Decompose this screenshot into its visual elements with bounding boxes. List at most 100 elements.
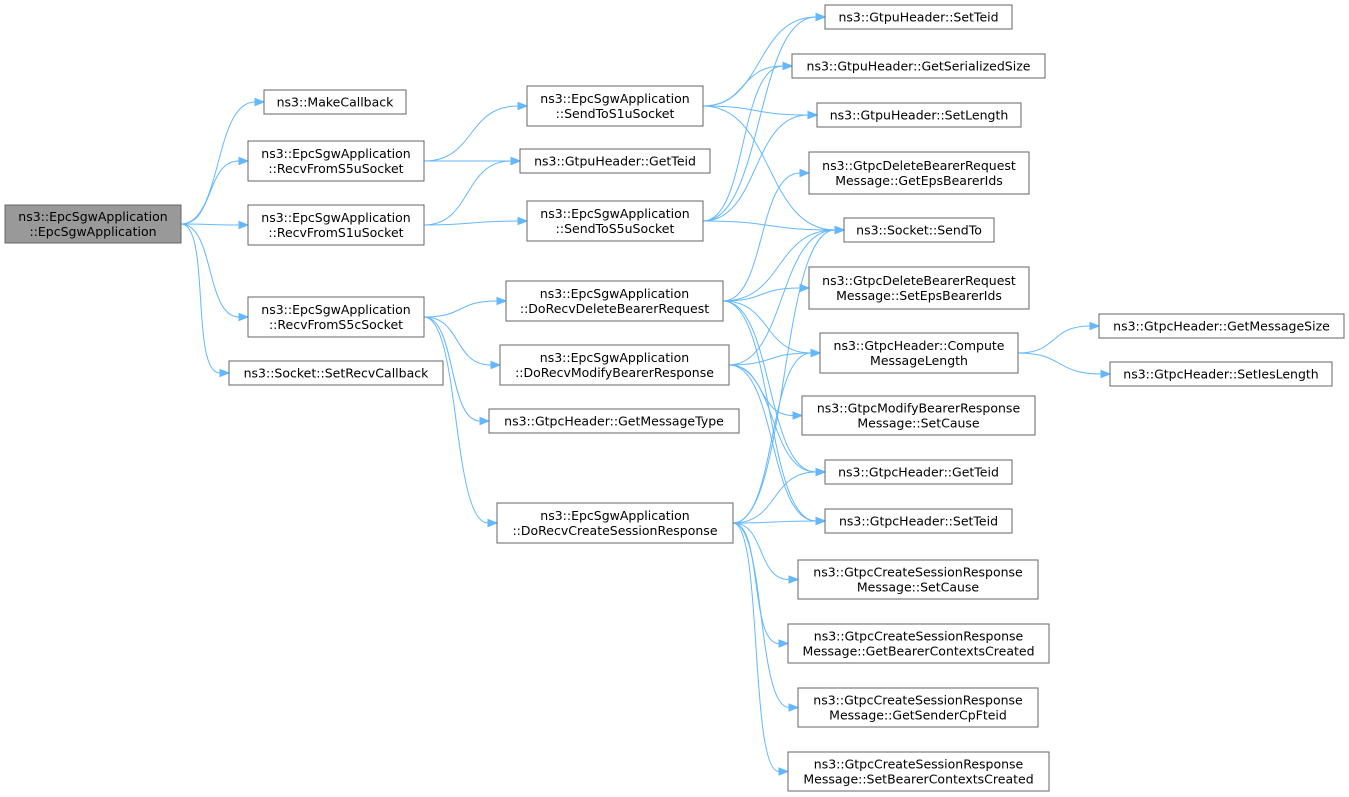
- node-epc-sgw-application-send-to-s1u-socket[interactable]: ns3::EpcSgwApplication::SendToS1uSocket: [526, 85, 704, 127]
- node-epc-sgw-application-epc-sgw-application[interactable]: ns3::EpcSgwApplication::EpcSgwApplicatio…: [4, 204, 182, 244]
- node-label: Message::SetBearerContextsCreated: [803, 772, 1033, 787]
- edge-line: [423, 316, 489, 524]
- node-box: [797, 559, 1039, 600]
- node-socket-send-to[interactable]: ns3::Socket::SendTo: [843, 217, 995, 243]
- node-gtpc-header-get-message-size[interactable]: ns3::GtpcHeader::GetMessageSize: [1098, 313, 1345, 339]
- edge-n4-to-n10: [423, 316, 502, 370]
- node-gtpc-modify-bearer-response-message-set-cause[interactable]: ns3::GtpcModifyBearerResponseMessage::Se…: [801, 395, 1036, 436]
- node-label: ::RecvFromS5uSocket: [268, 161, 403, 176]
- edge-n0-to-n1: [180, 97, 266, 225]
- edge-line: [423, 316, 481, 422]
- node-box: [787, 623, 1050, 664]
- node-gtpc-header-get-teid[interactable]: ns3::GtpcHeader::GetTeid: [824, 459, 1013, 485]
- edge-arrowhead: [810, 348, 822, 358]
- edge-arrowhead: [788, 575, 800, 584]
- node-make-callback[interactable]: ns3::MakeCallback: [263, 89, 407, 115]
- node-box: [824, 459, 1013, 485]
- edge-arrowhead: [238, 156, 250, 166]
- edge-line: [728, 352, 812, 366]
- edge-line: [722, 229, 836, 302]
- node-box: [816, 102, 1022, 128]
- edge-line: [722, 300, 817, 473]
- node-gtpc-delete-bearer-request-message-set-eps-bearer-ids[interactable]: ns3::GtpcDeleteBearerRequestMessage::Set…: [808, 266, 1030, 310]
- edge-line: [732, 522, 790, 580]
- node-label: ns3::EpcSgwApplication: [540, 206, 689, 221]
- edge-arrowhead: [799, 168, 811, 178]
- node-label: MessageLength: [870, 353, 968, 368]
- node-box: [843, 217, 995, 243]
- edge-arrowhead: [490, 360, 502, 370]
- node-gtpc-create-session-response-message-get-sender-cp-fteid[interactable]: ns3::GtpcCreateSessionResponseMessage::G…: [797, 687, 1039, 728]
- node-epc-sgw-application-do-recv-modify-bearer-response[interactable]: ns3::EpcSgwApplication::DoRecvModifyBear…: [499, 344, 730, 386]
- edge-line: [423, 105, 519, 162]
- node-box: [263, 89, 407, 115]
- node-label: ns3::EpcSgwApplication: [261, 210, 410, 225]
- node-box: [1098, 313, 1345, 339]
- edge-n9-to-n19: [722, 300, 822, 358]
- node-label: ns3::EpcSgwApplication: [540, 286, 689, 301]
- node-box: [247, 296, 425, 338]
- node-epc-sgw-application-recv-from-s5u-socket[interactable]: ns3::EpcSgwApplication::RecvFromS5uSocke…: [247, 140, 425, 182]
- node-gtpc-header-set-teid[interactable]: ns3::GtpcHeader::SetTeid: [824, 508, 1013, 534]
- node-label: ns3::GtpuHeader::GetSerializedSize: [807, 59, 1031, 74]
- node-box: [801, 395, 1036, 436]
- node-socket-set-recv-callback[interactable]: ns3::Socket::SetRecvCallback: [228, 360, 444, 386]
- node-gtpc-create-session-response-message-set-bearer-contexts-created[interactable]: ns3::GtpcCreateSessionResponseMessage::S…: [787, 751, 1050, 792]
- edge-n0-to-n4: [180, 223, 250, 322]
- edge-line: [732, 471, 817, 524]
- edge-line: [423, 316, 492, 366]
- node-box: [4, 204, 182, 244]
- node-label: ns3::GtpcDeleteBearerRequest: [822, 273, 1016, 288]
- edge-line: [180, 101, 256, 225]
- node-gtpu-header-set-length[interactable]: ns3::GtpuHeader::SetLength: [816, 102, 1022, 128]
- edge-arrowhead: [238, 312, 250, 322]
- node-label: ns3::GtpcHeader::SetIesLength: [1123, 367, 1318, 382]
- edge-line: [732, 520, 817, 524]
- edge-arrowhead: [807, 110, 819, 120]
- node-epc-sgw-application-recv-from-s5c-socket[interactable]: ns3::EpcSgwApplication::RecvFromS5cSocke…: [247, 296, 425, 338]
- node-gtpc-create-session-response-message-set-cause[interactable]: ns3::GtpcCreateSessionResponseMessage::S…: [797, 559, 1039, 600]
- node-box: [496, 502, 734, 544]
- edge-n8-to-n17: [702, 220, 846, 235]
- node-label: ns3::GtpcHeader::GetTeid: [838, 465, 999, 480]
- node-label: ::DoRecvModifyBearerResponse: [515, 365, 714, 380]
- edge-n6-to-n14: [702, 61, 794, 107]
- node-gtpu-header-get-teid[interactable]: ns3::GtpuHeader::GetTeid: [519, 148, 711, 174]
- node-gtpc-delete-bearer-request-message-get-eps-bearer-ids[interactable]: ns3::GtpcDeleteBearerRequestMessage::Get…: [808, 151, 1030, 195]
- edge-arrowhead: [782, 61, 794, 71]
- edge-line: [732, 522, 790, 708]
- edge-arrowhead: [238, 220, 250, 230]
- edge-arrowhead: [1100, 369, 1112, 379]
- edge-n4-to-n12: [423, 316, 499, 528]
- node-epc-sgw-application-recv-from-s1u-socket[interactable]: ns3::EpcSgwApplication::RecvFromS1uSocke…: [247, 204, 425, 246]
- edge-arrowhead: [778, 767, 790, 776]
- edge-line: [702, 105, 809, 116]
- node-gtpu-header-set-teid[interactable]: ns3::GtpuHeader::SetTeid: [824, 4, 1013, 30]
- edge-line: [722, 172, 801, 302]
- edge-arrowhead: [815, 516, 827, 526]
- node-label: ns3::Socket::SendTo: [856, 223, 982, 238]
- node-label: ns3::GtpcHeader::Compute: [834, 338, 1005, 353]
- edge-line: [732, 352, 812, 524]
- node-epc-sgw-application-do-recv-delete-bearer-request[interactable]: ns3::EpcSgwApplication::DoRecvDeleteBear…: [505, 280, 724, 322]
- node-epc-sgw-application-send-to-s5u-socket[interactable]: ns3::EpcSgwApplication::SendToS5uSocket: [526, 200, 704, 242]
- edge-line: [1017, 352, 1102, 375]
- node-label: ns3::GtpcHeader::GetMessageSize: [1113, 319, 1330, 334]
- node-gtpc-header-get-message-type[interactable]: ns3::GtpcHeader::GetMessageType: [488, 408, 740, 434]
- node-label: ns3::GtpcCreateSessionResponse: [813, 693, 1023, 708]
- node-gtpu-header-get-serialized-size[interactable]: ns3::GtpuHeader::GetSerializedSize: [791, 53, 1046, 79]
- edge-n2-to-n6: [423, 101, 529, 162]
- node-gtpc-header-set-ies-length[interactable]: ns3::GtpcHeader::SetIesLength: [1109, 361, 1333, 387]
- edge-line: [180, 160, 240, 225]
- edge-arrowhead: [510, 156, 522, 166]
- node-box: [791, 53, 1046, 79]
- edge-n0-to-n5: [180, 223, 231, 378]
- edge-n12-to-n21: [732, 467, 827, 524]
- edge-n10-to-n19: [728, 348, 822, 366]
- node-label: ::EpcSgwApplication: [29, 224, 156, 239]
- node-epc-sgw-application-do-recv-create-session-response[interactable]: ns3::EpcSgwApplication::DoRecvCreateSess…: [496, 502, 734, 544]
- node-box: [1109, 361, 1333, 387]
- node-gtpc-create-session-response-message-get-bearer-contexts-created[interactable]: ns3::GtpcCreateSessionResponseMessage::G…: [787, 623, 1050, 664]
